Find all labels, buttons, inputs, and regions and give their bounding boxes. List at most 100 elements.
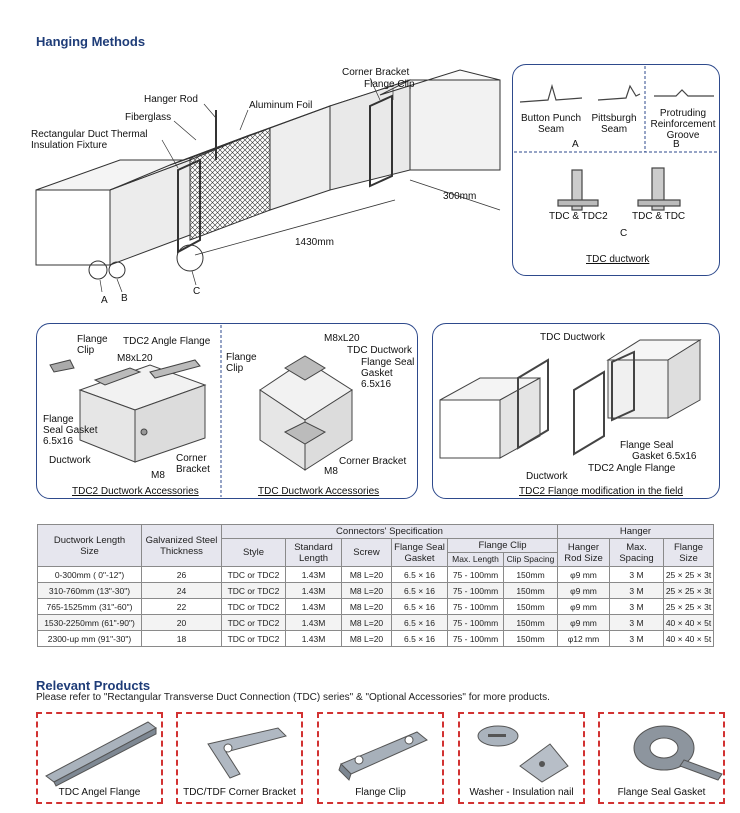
- table-cell: TDC or TDC2: [221, 566, 286, 583]
- hanging-methods-title: Hanging Methods: [36, 34, 146, 49]
- relevant-products-note: Please refer to "Rectangular Transverse …: [36, 692, 550, 703]
- table-cell: 6.5 × 16: [391, 630, 448, 647]
- table-cell: 2300-up mm (91"-30"): [37, 630, 142, 647]
- table-cell: 18: [141, 630, 222, 647]
- caption-tdc2-accessories: TDC2 Ductwork Accessories: [72, 486, 199, 497]
- table-cell: 1.43M: [285, 630, 342, 647]
- table-cell: 26: [141, 566, 222, 583]
- mod-gasket-2: Gasket 6.5x16: [632, 451, 697, 462]
- th-style: Style: [221, 538, 286, 567]
- th-max-spacing: Max.Spacing: [609, 538, 664, 567]
- acc-right-gasket-1: Flange Seal: [361, 357, 415, 368]
- table-cell: 310-760mm (13"-30"): [37, 582, 142, 599]
- th-clip-spacing: Clip Spacing: [503, 552, 558, 567]
- label-point-b: B: [121, 293, 128, 304]
- table-cell: 1.43M: [285, 614, 342, 631]
- table-cell: M8 L=20: [341, 582, 392, 599]
- label-point-a: A: [101, 295, 108, 306]
- product-card-angle-flange[interactable]: TDC Angel Flange: [36, 712, 163, 804]
- label-tdc-tdc2: TDC & TDC2: [549, 211, 608, 222]
- label-dim-300: 300mm: [443, 191, 477, 202]
- acc-left-flange-clip-1: Flange: [77, 334, 108, 345]
- table-cell: 75 - 100mm: [447, 566, 504, 583]
- seal-gasket-illustration: [633, 725, 723, 781]
- table-cell: 40 × 40 × 5t: [663, 630, 714, 647]
- seam-panel-drawings: [514, 66, 718, 211]
- acc-right-m8l20: M8xL20: [324, 333, 360, 344]
- table-cell: 20: [141, 614, 222, 631]
- caption-flange-mod: TDC2 Flange modification in the field: [519, 486, 683, 497]
- label-seam-a: A: [572, 139, 579, 150]
- acc-left-m8l20: M8xL20: [117, 353, 153, 364]
- acc-left-gasket-1: Flange: [43, 414, 74, 425]
- label-button-punch-2: Seam: [537, 124, 565, 135]
- label-groove-3: Groove: [666, 130, 700, 141]
- product-card-corner-bracket[interactable]: TDC/TDF Corner Bracket: [176, 712, 303, 804]
- table-cell: 3 M: [609, 614, 664, 631]
- table-cell: 1.43M: [285, 598, 342, 615]
- acc-right-flange-clip-2: Clip: [226, 363, 244, 374]
- product-label: Washer - Insulation nail: [469, 787, 574, 798]
- acc-left-ductwork: Ductwork: [49, 455, 91, 466]
- table-cell: 25 × 25 × 3t: [663, 566, 714, 583]
- table-cell: 150mm: [503, 598, 558, 615]
- acc-right-corner: Corner Bracket: [339, 456, 407, 467]
- acc-right-m8: M8: [324, 466, 338, 477]
- acc-right-flange-clip-1: Flange: [226, 352, 257, 363]
- flange-mod-drawings: [439, 339, 702, 459]
- product-label: Flange Clip: [355, 787, 406, 798]
- label-pittsburgh-2: Seam: [600, 124, 628, 135]
- th-hanger: Hanger: [557, 524, 714, 539]
- label-groove-2: Reinforcement: [650, 119, 716, 130]
- table-cell: 3 M: [609, 566, 664, 583]
- table-cell: 1.43M: [285, 582, 342, 599]
- acc-left-corner-2: Bracket: [176, 464, 210, 475]
- table-cell: φ9 mm: [557, 598, 610, 615]
- th-max-length: Max. Length: [447, 552, 504, 567]
- label-groove-1: Protruding: [659, 108, 707, 119]
- table-cell: 3 M: [609, 582, 664, 599]
- acc-right-gasket-3: 6.5x16: [361, 379, 392, 390]
- label-pittsburgh-1: Pittsburgh: [591, 113, 637, 124]
- table-cell: 3 M: [609, 598, 664, 615]
- label-button-punch-1: Button Punch: [521, 113, 582, 124]
- label-thermal-fixture-line1: Rectangular Duct Thermal: [31, 129, 148, 140]
- table-cell: φ9 mm: [557, 614, 610, 631]
- table-cell: 75 - 100mm: [447, 598, 504, 615]
- label-hanger-rod: Hanger Rod: [144, 94, 198, 105]
- mod-gasket-1: Flange Seal: [620, 440, 674, 451]
- ductwork-illustration: [35, 69, 501, 293]
- table-cell: 6.5 × 16: [391, 566, 448, 583]
- flange-clip-illustration: [338, 731, 428, 781]
- caption-tdc-accessories: TDC Ductwork Accessories: [258, 486, 380, 497]
- table-cell: φ12 mm: [557, 630, 610, 647]
- product-card-seal-gasket[interactable]: Flange Seal Gasket: [598, 712, 725, 804]
- table-cell: TDC or TDC2: [221, 582, 286, 599]
- acc-left-m8: M8: [151, 470, 165, 481]
- table-cell: M8 L=20: [341, 566, 392, 583]
- label-seam-c: C: [620, 228, 628, 239]
- table-cell: 150mm: [503, 582, 558, 599]
- product-card-washer-nail[interactable]: Washer - Insulation nail: [458, 712, 585, 804]
- product-card-flange-clip[interactable]: Flange Clip: [317, 712, 444, 804]
- table-cell: 22: [141, 598, 222, 615]
- label-thermal-fixture-line2: Insulation Fixture: [31, 140, 108, 151]
- table-cell: 6.5 × 16: [391, 598, 448, 615]
- acc-right-gasket-2: Gasket: [361, 368, 393, 379]
- table-cell: 3 M: [609, 630, 664, 647]
- table-cell: 6.5 × 16: [391, 614, 448, 631]
- acc-left-tdc2-angle: TDC2 Angle Flange: [123, 336, 211, 347]
- label-corner-bracket: Corner Bracket: [342, 67, 410, 78]
- label-flange-clip: Flange Clip: [364, 79, 415, 90]
- table-cell: 40 × 40 × 5t: [663, 614, 714, 631]
- th-screw: Screw: [341, 538, 392, 567]
